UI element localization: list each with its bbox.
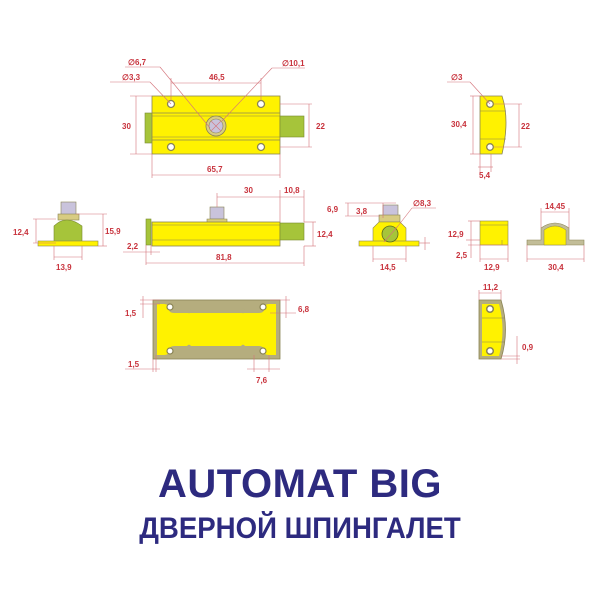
dim-total-height: 15,9 [105, 227, 121, 236]
dim-width: 13,9 [56, 263, 72, 272]
dim-bolt-extension: 10,8 [284, 186, 300, 195]
dim-length: 81,8 [216, 253, 232, 262]
base-plate-view: 1,5 1,5 6,8 7,6 [125, 296, 310, 385]
dim-width: 12,9 [484, 263, 500, 272]
dim-hole-large: ∅10,1 [282, 59, 305, 68]
dim-bolt-diameter: ∅8,3 [413, 199, 432, 208]
dim-hole: ∅3 [451, 73, 463, 82]
dim-knob-height: 6,9 [327, 205, 339, 214]
dim-height: 30,4 [451, 120, 467, 129]
section-view: 6,9 3,8 ∅8,3 14,5 [327, 199, 436, 272]
dim-bolt-height: 22 [316, 122, 325, 131]
dim-slot-offset: 7,6 [256, 376, 268, 385]
dim-width: 30,4 [548, 263, 564, 272]
dim-gap: 0,9 [522, 343, 534, 352]
dim-hole-spacing: 46,5 [209, 73, 225, 82]
dim-top-width: 14,45 [545, 202, 566, 211]
product-subtitle: ДВЕРНОЙ ШПИНГАЛЕТ [139, 512, 461, 545]
dim-hole-mid: ∅6,7 [128, 58, 147, 67]
dim-cap: 2,2 [127, 242, 139, 251]
dim-margin-bottom: 1,5 [128, 360, 140, 369]
dim-slot-width: 6,8 [298, 305, 310, 314]
strike-block-view: 12,9 2,5 12,9 [448, 220, 509, 272]
dim-length: 65,7 [207, 165, 223, 174]
dim-width: 14,5 [380, 263, 396, 272]
strike-back-view: 11,2 0,9 [478, 283, 534, 364]
side-view: 30 10,8 12,4 2,2 81,8 [123, 186, 333, 266]
dim-height: 12,4 [13, 228, 29, 237]
dim-height: 30 [122, 122, 131, 131]
dim-margin-top: 1,5 [125, 309, 137, 318]
dim-height: 12,4 [317, 230, 333, 239]
dim-base: 2,5 [456, 251, 468, 260]
dim-depth: 5,4 [479, 171, 491, 180]
dim-knob-width: 3,8 [356, 207, 368, 216]
product-title: AUTOMAT BIG [158, 462, 442, 506]
dim-hole-spacing: 22 [521, 122, 530, 131]
dim-width: 11,2 [483, 283, 499, 292]
dim-height: 12,9 [448, 230, 464, 239]
top-view: 30 22 46,5 65,7 ∅3,3 ∅6,7 ∅10,1 [110, 58, 325, 178]
strike-front-view: 14,45 30,4 [526, 202, 585, 272]
dim-hole-small: ∅3,3 [122, 73, 141, 82]
dim-knob-offset: 30 [244, 186, 253, 195]
strike-side-view: 30,4 22 5,4 ∅3 [447, 73, 530, 180]
end-view: 12,4 15,9 13,9 [13, 201, 121, 272]
